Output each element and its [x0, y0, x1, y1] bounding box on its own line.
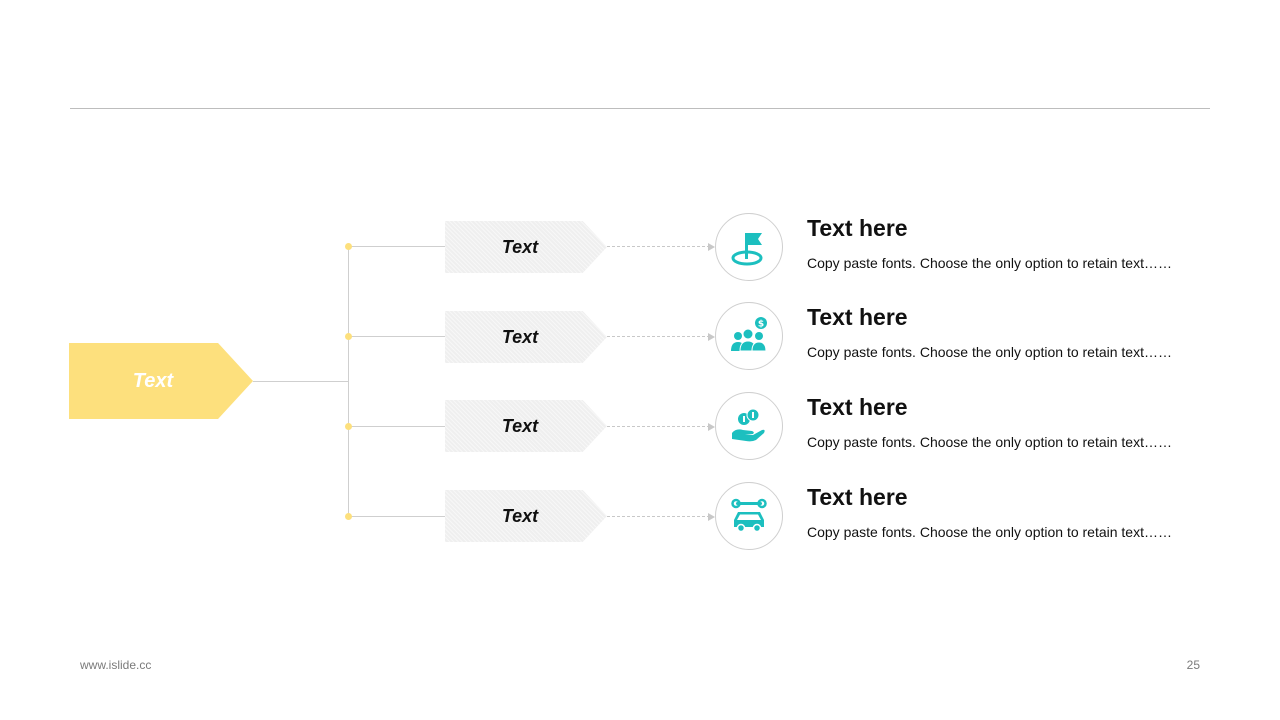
item-description: Copy paste fonts. Choose the only option… [807, 434, 1172, 450]
top-divider [70, 108, 1210, 109]
item-description: Copy paste fonts. Choose the only option… [807, 344, 1172, 360]
branch-node: Text [445, 311, 607, 363]
footer-url: www.islide.cc [80, 658, 152, 672]
root-node-label: Text [132, 369, 174, 392]
page-number: 25 [1186, 658, 1200, 672]
branch-node: Text [445, 221, 607, 273]
branch-node: Text [445, 400, 607, 452]
branch-node-label: Text [501, 326, 539, 347]
junction-dot [345, 333, 352, 340]
arrow-head [708, 423, 715, 431]
branch-connector [349, 336, 445, 337]
trunk-connector [348, 246, 349, 516]
branch-node-label: Text [501, 415, 539, 436]
junction-dot [345, 513, 352, 520]
icon-circle [715, 392, 783, 460]
hand-coins-icon [732, 408, 765, 442]
branch-connector [349, 516, 445, 517]
flag-icon [731, 233, 763, 266]
dashed-connector [607, 426, 710, 427]
arrow-head [708, 243, 715, 251]
junction-dot [345, 243, 352, 250]
item-title: Text here [807, 484, 908, 510]
svg-text:$: $ [758, 320, 764, 330]
icon-circle [715, 213, 783, 281]
item-title: Text here [807, 215, 908, 241]
car-wrench-icon [731, 498, 767, 533]
item-title: Text here [807, 304, 908, 330]
branch-connector [349, 426, 445, 427]
icon-circle: $ [715, 302, 783, 370]
dashed-connector [607, 516, 710, 517]
icon-circle [715, 482, 783, 550]
item-description: Copy paste fonts. Choose the only option… [807, 255, 1172, 271]
root-node: Text [69, 343, 253, 419]
root-connector [253, 381, 349, 382]
branch-node-label: Text [501, 236, 539, 257]
arrow-head [708, 513, 715, 521]
item-title: Text here [807, 394, 908, 420]
dashed-connector [607, 336, 710, 337]
branch-connector [349, 246, 445, 247]
arrow-head [708, 333, 715, 341]
branch-node: Text [445, 490, 607, 542]
junction-dot [345, 423, 352, 430]
branch-node-label: Text [501, 505, 539, 526]
item-description: Copy paste fonts. Choose the only option… [807, 524, 1172, 540]
dashed-connector [607, 246, 710, 247]
team-money-icon: $ [731, 317, 767, 352]
